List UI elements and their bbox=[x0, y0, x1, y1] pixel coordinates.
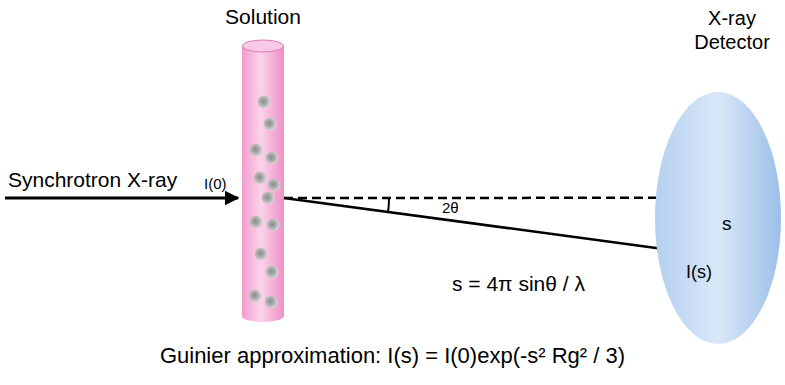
particle bbox=[255, 248, 268, 261]
detector-ellipse bbox=[655, 92, 781, 344]
direct-beam-line bbox=[284, 197, 708, 200]
particle bbox=[265, 296, 278, 309]
vector-label: s bbox=[722, 213, 732, 235]
angle-label: 2θ bbox=[442, 200, 459, 217]
particle bbox=[249, 290, 262, 303]
incident-beam bbox=[5, 197, 238, 200]
beam-label: Synchrotron X-ray bbox=[8, 168, 177, 192]
sample-tube: Solution bbox=[242, 40, 284, 322]
sample-tube-shape bbox=[242, 40, 284, 322]
particle bbox=[254, 172, 267, 185]
node-heading: X-ray Detector bbox=[684, 6, 780, 54]
x-ray-detector-shape bbox=[655, 92, 781, 344]
formula: s = 4π sinθ / λ bbox=[452, 272, 585, 296]
intensity-label: I(s) bbox=[686, 262, 712, 283]
particle bbox=[266, 266, 279, 279]
particle bbox=[268, 179, 281, 192]
x-ray-detector: X-ray Detector bbox=[655, 92, 781, 344]
node-heading: Solution bbox=[203, 4, 323, 29]
tube-top bbox=[243, 40, 284, 52]
particle bbox=[267, 219, 280, 232]
connector-group bbox=[284, 198, 708, 255]
angle-arc bbox=[387, 198, 390, 212]
particle bbox=[262, 192, 275, 205]
particle bbox=[264, 118, 277, 131]
connector-group bbox=[284, 197, 708, 198]
tube-body bbox=[242, 46, 284, 316]
intensity-label: I(0) bbox=[204, 175, 227, 192]
scattered-beam-line bbox=[284, 198, 708, 255]
particle bbox=[266, 152, 279, 165]
tube-bottom bbox=[242, 310, 284, 322]
guinier-formula: Guinier approximation: I(s) = I(0)exp(-s… bbox=[0, 343, 785, 368]
particle bbox=[258, 96, 271, 109]
particle bbox=[250, 216, 263, 229]
particle bbox=[250, 144, 263, 157]
